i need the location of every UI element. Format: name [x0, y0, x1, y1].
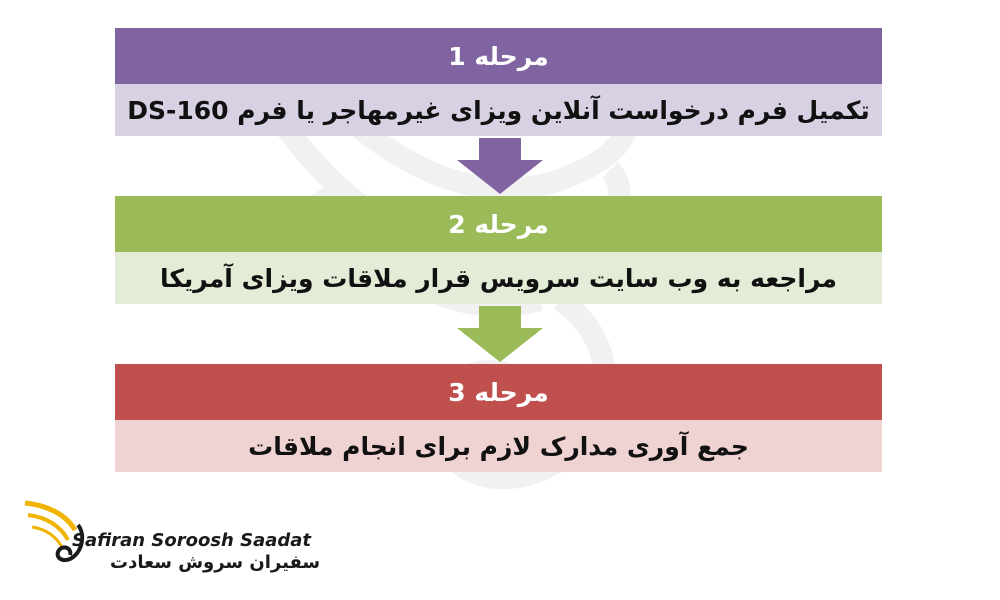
step-3-title: مرحله 3 [448, 377, 549, 407]
step-1-header: مرحله 1 [115, 28, 882, 84]
step-2-text: مراجعه به وب سایت سرویس قرار ملاقات ویزا… [159, 263, 838, 293]
step-3-header: مرحله 3 [115, 364, 882, 420]
step-1: مرحله 1 تکمیل فرم درخواست آنلاین ویزای غ… [115, 28, 882, 136]
step-3-body: جمع آوری مدارک لازم برای انجام ملاقات [115, 420, 882, 472]
step-1-body: تکمیل فرم درخواست آنلاین ویزای غیرمهاجر … [115, 84, 882, 136]
arrow-down-icon [457, 306, 543, 362]
bird-logo-icon [24, 500, 85, 562]
step-3-text: جمع آوری مدارک لازم برای انجام ملاقات [248, 431, 749, 461]
logo-name-fa: سفیران سروش سعادت [110, 552, 321, 573]
logo-name-en: Safiran Soroosh Saadat [72, 530, 312, 551]
step-3: مرحله 3 جمع آوری مدارک لازم برای انجام م… [115, 364, 882, 472]
step-2-title: مرحله 2 [448, 209, 549, 239]
step-2: مرحله 2 مراجعه به وب سایت سرویس قرار ملا… [115, 196, 882, 304]
step-1-text: تکمیل فرم درخواست آنلاین ویزای غیرمهاجر … [127, 95, 870, 125]
step-1-title: مرحله 1 [448, 41, 549, 71]
arrow-down-icon [457, 138, 543, 194]
company-logo: Safiran Soroosh Saadat سفیران سروش سعادت [20, 495, 320, 585]
step-2-body: مراجعه به وب سایت سرویس قرار ملاقات ویزا… [115, 252, 882, 304]
step-2-header: مرحله 2 [115, 196, 882, 252]
